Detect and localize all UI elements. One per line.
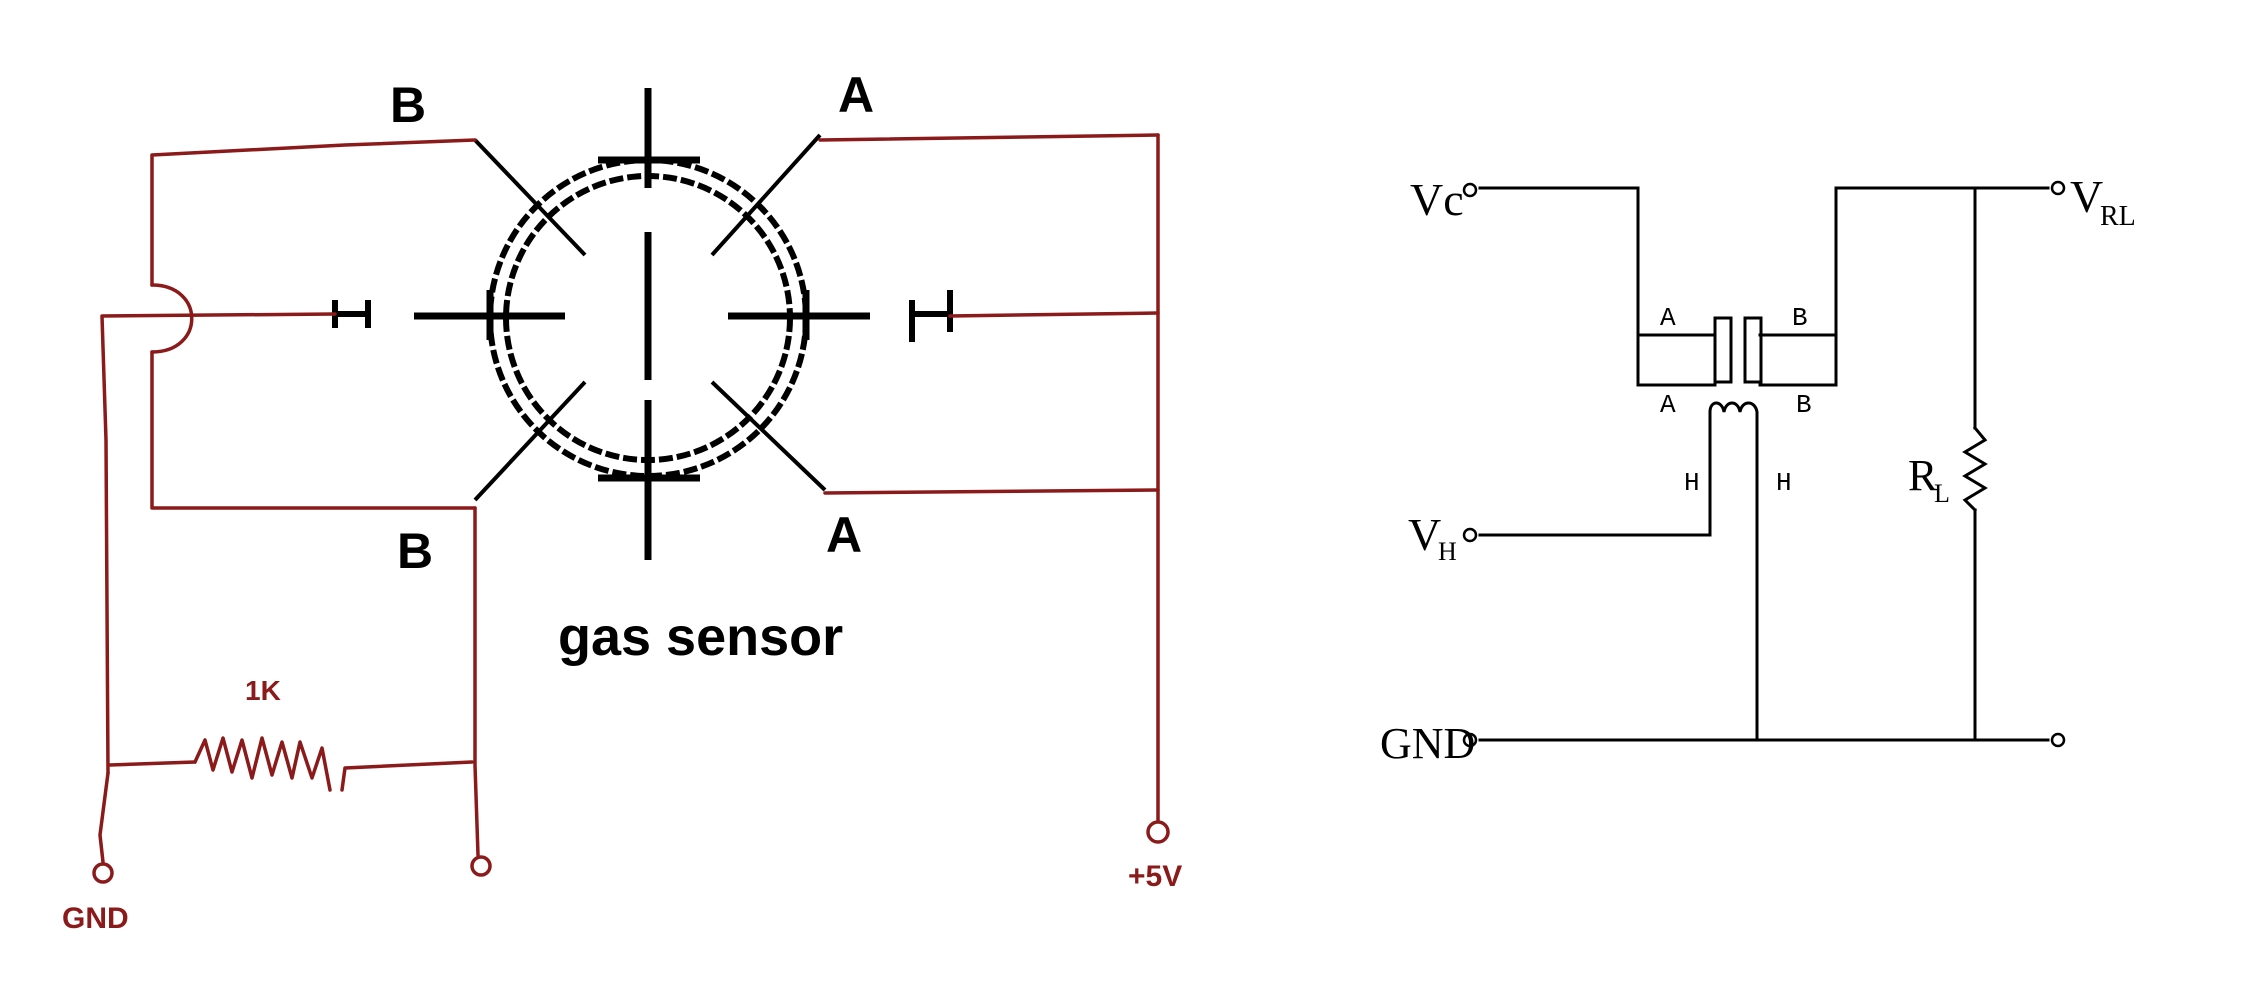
heater-terminal-right bbox=[909, 290, 953, 342]
pin-h-left-label: H bbox=[1684, 468, 1700, 498]
wire-resistor-right bbox=[340, 760, 474, 792]
wire-resistor-left bbox=[108, 760, 197, 767]
lead-a-top bbox=[710, 133, 822, 257]
vc-label: Vc bbox=[1410, 174, 1464, 225]
lead-b-top bbox=[473, 138, 587, 257]
vcc-label: +5V bbox=[1128, 860, 1182, 893]
gnd-terminal-right bbox=[1462, 732, 1478, 748]
wire-gnd-lead bbox=[98, 771, 110, 864]
wire-a-bottom bbox=[823, 488, 1160, 495]
gnd-label-right: GND bbox=[1380, 719, 1475, 768]
rl-label-sub: L bbox=[1934, 479, 1950, 508]
rl-label-main: R bbox=[1908, 451, 1938, 500]
left-wiring bbox=[92, 133, 1170, 884]
vc-terminal bbox=[1462, 182, 1478, 198]
pin-label-b-bottom: B bbox=[397, 523, 433, 579]
gnd-terminal bbox=[92, 862, 114, 884]
vrl-terminal bbox=[2050, 180, 2066, 196]
resistor-label: 1K bbox=[245, 675, 281, 706]
vrl-label-sub: RL bbox=[2100, 201, 2136, 232]
pin-b-lower-label: B bbox=[1796, 390, 1812, 420]
pin-a-upper-label: A bbox=[1660, 303, 1676, 333]
wire-heater-right bbox=[948, 311, 1160, 318]
vrl-label-main: V bbox=[2070, 171, 2103, 222]
gnd-terminal-right-out bbox=[2050, 732, 2066, 748]
lead-a-bottom bbox=[710, 380, 827, 492]
pin-a-lower-label: A bbox=[1660, 390, 1676, 420]
wire-crossover-hump bbox=[150, 283, 194, 354]
lead-b-bottom bbox=[473, 380, 587, 502]
pin-b-upper-label: B bbox=[1792, 303, 1808, 333]
output-terminal bbox=[470, 855, 492, 877]
pin-label-b-top: B bbox=[390, 77, 426, 133]
right-diagram: Vc V H GND V RL R L A A B B H H bbox=[1380, 171, 2136, 768]
resistor-1k-zigzag bbox=[193, 736, 332, 792]
plate-a bbox=[1713, 316, 1733, 384]
pin-h-right-label: H bbox=[1776, 468, 1792, 498]
vh-terminal bbox=[1462, 527, 1478, 543]
electrode-b-box bbox=[1758, 333, 1838, 387]
pin-label-a-top: A bbox=[838, 67, 874, 123]
wire-b-bottom-output bbox=[473, 506, 480, 857]
wire-vc bbox=[1478, 186, 1640, 337]
vh-label-sub: H bbox=[1438, 537, 1457, 566]
wire-b-top bbox=[150, 138, 477, 287]
electrode-a-box bbox=[1636, 333, 1717, 387]
gnd-label: GND bbox=[62, 902, 129, 935]
vh-label-main: V bbox=[1408, 509, 1441, 560]
pin-label-a-bottom: A bbox=[826, 507, 862, 563]
wire-heater-gnd bbox=[100, 312, 337, 775]
plate-b bbox=[1743, 316, 1763, 384]
sensor-caption: gas sensor bbox=[558, 607, 843, 667]
heater-coil bbox=[1708, 401, 1759, 742]
resistor-rl-zigzag bbox=[1962, 425, 1988, 513]
heater-terminal-left bbox=[332, 300, 371, 328]
wire-b-bottom-link bbox=[150, 350, 477, 510]
wire-a-top bbox=[818, 133, 1160, 142]
gas-sensor-symbol bbox=[332, 88, 953, 560]
wire-vh bbox=[1478, 458, 1712, 537]
left-diagram: B B A A gas sensor 1K GND +5V bbox=[62, 67, 1182, 935]
vcc-terminal bbox=[1146, 820, 1170, 844]
